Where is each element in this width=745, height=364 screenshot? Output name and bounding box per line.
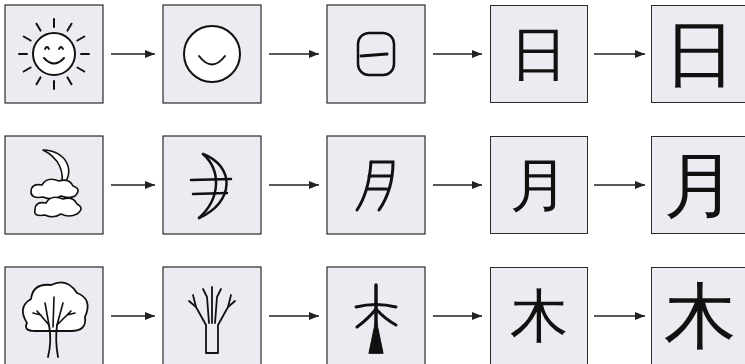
step-arrow xyxy=(269,184,319,185)
picture-box xyxy=(163,136,261,234)
step-arrow xyxy=(433,184,482,185)
chinese-character: 木 xyxy=(510,287,568,345)
step-arrow xyxy=(269,53,319,54)
moon-picture xyxy=(31,150,81,217)
sun-eyes xyxy=(45,47,63,49)
picture-box xyxy=(163,5,261,103)
sun-glyph-early xyxy=(184,26,240,82)
modern-char-box: 木 xyxy=(651,267,745,364)
chinese-character: 日 xyxy=(510,25,568,83)
step-arrow xyxy=(433,53,482,54)
step-arrow xyxy=(594,184,645,185)
modern-char-box: 日 xyxy=(651,5,745,103)
picture-box xyxy=(163,267,261,364)
brush-char-box: 木 xyxy=(490,267,588,364)
sun-glyph-seal xyxy=(358,33,394,75)
picture-box xyxy=(327,136,425,234)
moon-glyph-seal xyxy=(357,162,393,210)
step-arrow xyxy=(111,53,155,54)
step-arrows xyxy=(111,54,482,316)
picture-boxes xyxy=(5,5,425,364)
tree-glyph-early xyxy=(189,287,235,353)
brush-char-box: 日 xyxy=(490,5,588,103)
tree-glyph-seal xyxy=(356,285,396,353)
chinese-character: 月 xyxy=(664,149,736,221)
sun-smile xyxy=(44,58,64,64)
chinese-character: 月 xyxy=(510,156,568,214)
step-arrow xyxy=(594,53,645,54)
chinese-character: 日 xyxy=(664,18,736,90)
tree-picture xyxy=(23,282,88,357)
moon-glyph-early xyxy=(191,154,231,218)
step-arrow xyxy=(433,315,482,316)
picture-box xyxy=(327,267,425,364)
step-arrow xyxy=(594,315,645,316)
sun-picture xyxy=(19,19,89,89)
step-arrow xyxy=(111,315,155,316)
sun-rays xyxy=(19,19,89,89)
modern-char-box: 月 xyxy=(651,136,745,234)
brush-char-box: 月 xyxy=(490,136,588,234)
chinese-character: 木 xyxy=(664,280,736,352)
picture-box xyxy=(5,267,103,364)
picture-box xyxy=(327,5,425,103)
picture-box xyxy=(5,5,103,103)
step-arrow xyxy=(111,184,155,185)
sun-disc xyxy=(33,33,75,75)
picture-box xyxy=(5,136,103,234)
step-arrow xyxy=(269,315,319,316)
